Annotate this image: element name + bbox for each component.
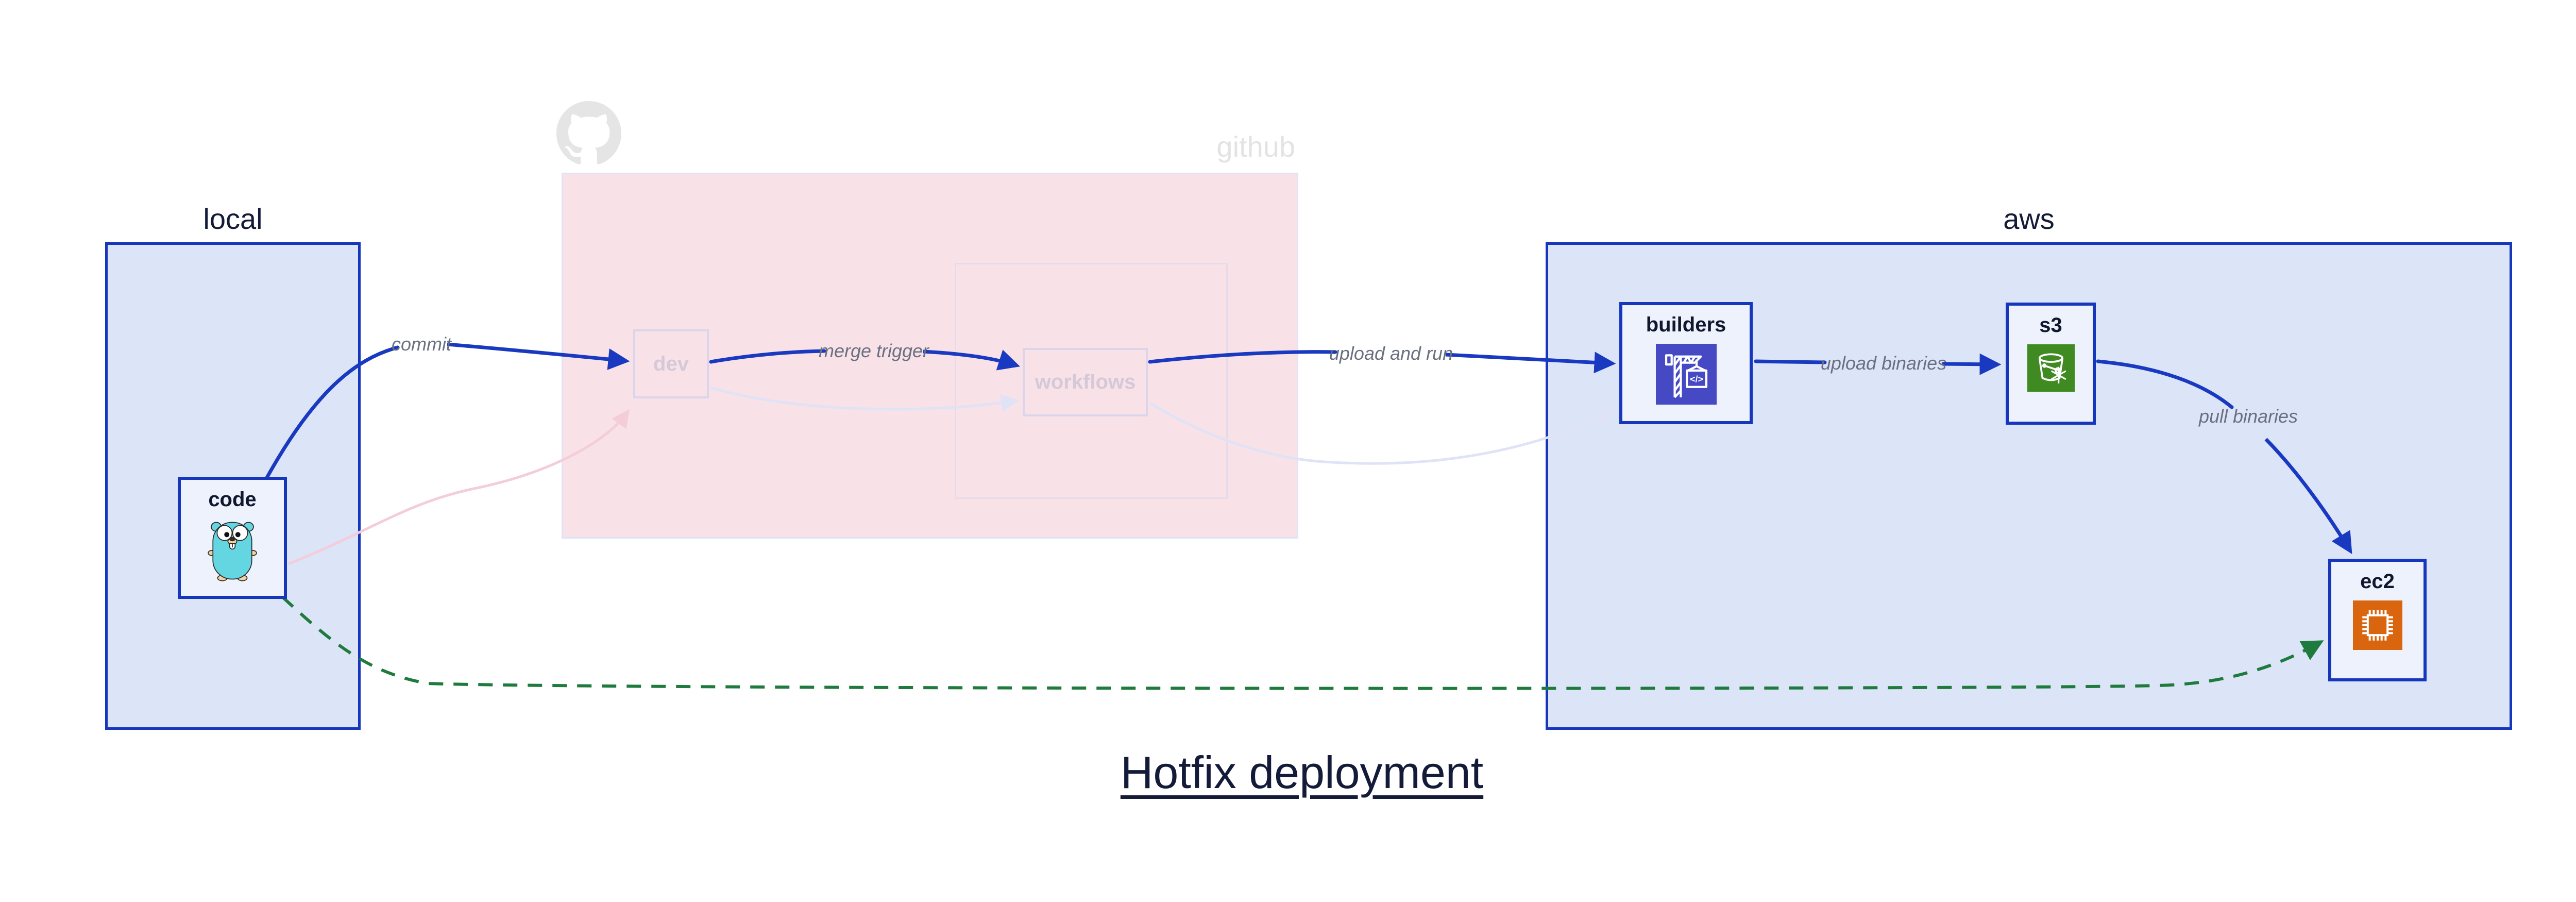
edge-upload-binaries xyxy=(1754,359,1827,364)
diagram-title: Hotfix deployment xyxy=(1120,747,1484,798)
edge-commit-head xyxy=(447,342,630,370)
group-aws-label: aws xyxy=(2003,203,2055,235)
edge-label-upload-binaries: upload binaries xyxy=(1820,353,1947,374)
edge-faded-code-dev xyxy=(288,409,630,565)
group-local-label: local xyxy=(203,203,263,235)
s3-glacier-bucket-icon xyxy=(2027,344,2075,392)
codebuild-crane-icon: </> xyxy=(1655,344,1717,405)
edge-faded-workflows-builders xyxy=(1149,402,1615,465)
node-builders-label: builders xyxy=(1646,313,1726,336)
edge-label-commit: commit xyxy=(392,333,451,355)
go-gopher-icon xyxy=(208,522,257,581)
edge-pull-binaries xyxy=(2096,359,2234,409)
edge-hotfix-dashed xyxy=(281,595,2324,690)
edge-label-upload-and-run: upload and run xyxy=(1329,343,1453,364)
node-s3-label: s3 xyxy=(2039,314,2062,337)
node-workflows-label: workflows xyxy=(1035,371,1136,393)
edge-label-pull-binaries: pull binaries xyxy=(2198,406,2298,427)
ec2-chip-icon xyxy=(2352,600,2402,650)
svg-text:</>: </> xyxy=(1690,374,1703,384)
node-code: code xyxy=(178,477,287,599)
octocat-icon xyxy=(556,101,621,164)
group-master xyxy=(955,263,1228,499)
node-builders: builders </> xyxy=(1619,302,1753,424)
node-ec2: ec2 xyxy=(2328,559,2427,681)
diagram-title-row: Hotfix deployment xyxy=(0,746,2576,799)
node-dev-label: dev xyxy=(653,352,689,375)
edge-commit xyxy=(263,345,400,482)
node-code-label: code xyxy=(208,488,257,511)
edge-faded-dev-workflows xyxy=(710,386,1019,412)
node-dev: dev xyxy=(633,329,709,398)
node-workflows: workflows xyxy=(1023,348,1148,416)
group-github-label: github xyxy=(1216,130,1295,163)
node-ec2-label: ec2 xyxy=(2360,570,2395,593)
edge-upload-and-run-head xyxy=(1445,352,1616,374)
edge-merge-trigger-head xyxy=(923,349,1021,371)
edge-pull-binaries-head xyxy=(2264,438,2352,554)
edge-upload-and-run xyxy=(1148,350,1337,364)
node-s3: s3 xyxy=(2006,303,2096,425)
edge-merge-trigger xyxy=(709,349,826,364)
edge-label-merge-trigger: merge trigger xyxy=(818,340,929,361)
